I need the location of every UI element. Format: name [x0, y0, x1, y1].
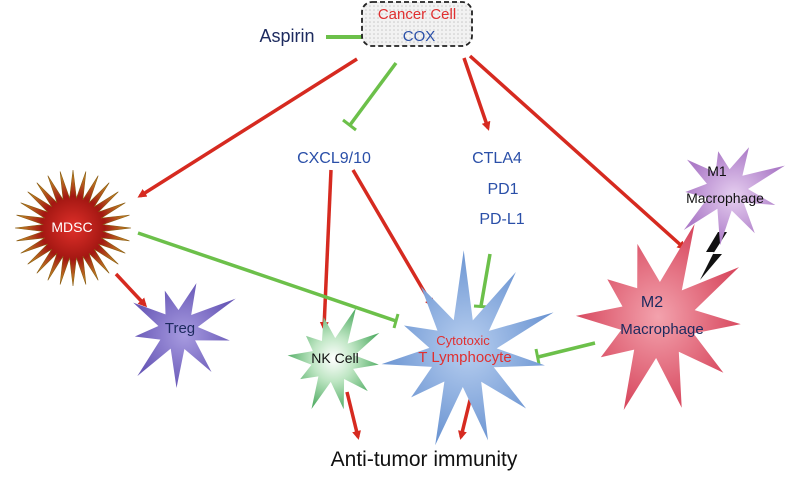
- m2-label-line2: Macrophage: [620, 321, 703, 338]
- m1-label-line2: Macrophage: [686, 190, 764, 206]
- edge-mdsc-inhibits-ctl-bar: [392, 313, 400, 329]
- edges: [114, 29, 727, 440]
- outcome-label: Anti-tumor immunity: [331, 448, 518, 471]
- pdl1-label: PD-L1: [479, 211, 524, 228]
- mdsc-label: MDSC: [51, 219, 92, 235]
- aspirin-label: Aspirin: [259, 26, 314, 46]
- cancer-cell-label: Cancer Cell: [378, 6, 456, 23]
- edge-mdsc-inhibits-ctl: [137, 231, 397, 323]
- edge-nk-to-immunity: [345, 391, 361, 440]
- cxcl-label: CXCL9/10: [297, 150, 371, 167]
- edge-cancer-to-mdsc: [137, 57, 358, 198]
- ctl-label-line1: Cytotoxic: [436, 333, 490, 348]
- cancer-cell-box: [361, 1, 473, 47]
- treg-label: Treg: [165, 320, 195, 337]
- mdsc-cell: [14, 169, 132, 287]
- edge-m2-inhibits-ctl: [537, 341, 596, 359]
- edge-m2-inhibits-ctl-bar: [534, 348, 541, 365]
- ctl-label-line2: T Lymphocyte: [418, 349, 511, 366]
- m2-macrophage-cell: [575, 223, 741, 410]
- treg-cell: [133, 283, 236, 388]
- edge-cxcl-to-nk: [319, 169, 333, 331]
- edge-mdsc-to-treg: [114, 272, 148, 308]
- edge-cox-inhibits-cxcl: [348, 61, 398, 127]
- pd1-label: PD1: [487, 181, 518, 198]
- lightning-bolt-icon: [700, 232, 727, 280]
- m1-label-line1: M1: [707, 163, 727, 179]
- cox-label: COX: [403, 28, 436, 45]
- edge-cox-inhibits-cxcl-bar: [342, 118, 357, 132]
- m2-label-line1: M2: [641, 294, 663, 311]
- m1-macrophage-cell: [683, 147, 785, 246]
- cytotoxic-t-cell: [381, 250, 554, 446]
- edge-checkpoints-inhibit-ctl: [479, 253, 492, 307]
- edge-cxcl-to-ctl: [351, 169, 434, 308]
- ctla4-label: CTLA4: [472, 150, 522, 167]
- nk-label: NK Cell: [311, 350, 358, 366]
- edge-cancer-to-checkpoints: [462, 57, 491, 131]
- nk-cell: [287, 307, 380, 410]
- edge-cancer-to-m2: [468, 54, 687, 251]
